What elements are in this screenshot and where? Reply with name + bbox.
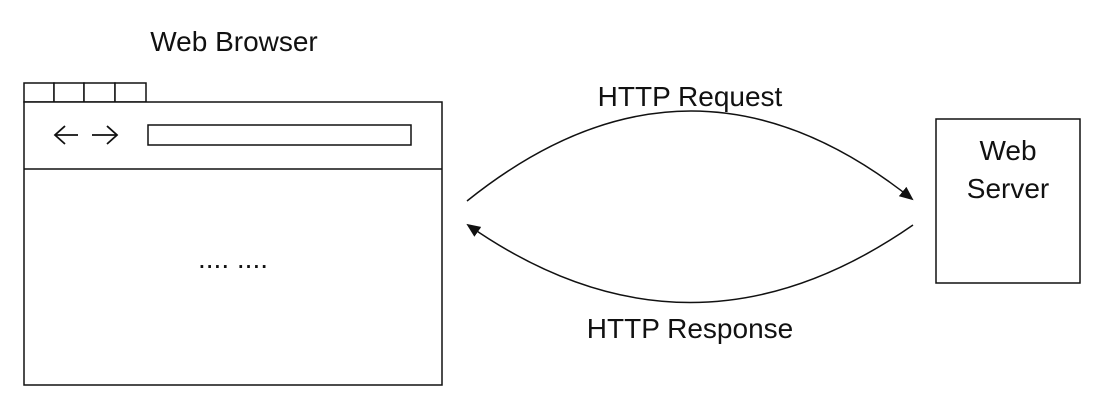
web-server-label-line1: Web (979, 135, 1036, 166)
web-server: Web Server (935, 118, 1081, 284)
browser-tab[interactable] (83, 82, 116, 103)
browser-title: Web Browser (150, 26, 318, 57)
browser-frame (23, 101, 443, 386)
browser-tab[interactable] (23, 82, 55, 103)
forward-arrow-icon[interactable] (92, 125, 119, 145)
browser-content-dots: .... .... (198, 243, 268, 274)
web-server-label-line2: Server (967, 173, 1049, 204)
browser-tab[interactable] (114, 82, 147, 103)
http-response-label: HTTP Response (587, 313, 793, 344)
browser-window: .... .... (23, 101, 443, 386)
http-response-arrow (466, 223, 914, 304)
browser-tabs (23, 82, 147, 103)
browser-tab[interactable] (53, 82, 85, 103)
address-bar[interactable] (147, 124, 412, 146)
http-request-label: HTTP Request (598, 81, 783, 112)
web-server-box (935, 118, 1081, 284)
http-request-arrow (466, 110, 914, 202)
back-arrow-icon[interactable] (53, 125, 78, 145)
